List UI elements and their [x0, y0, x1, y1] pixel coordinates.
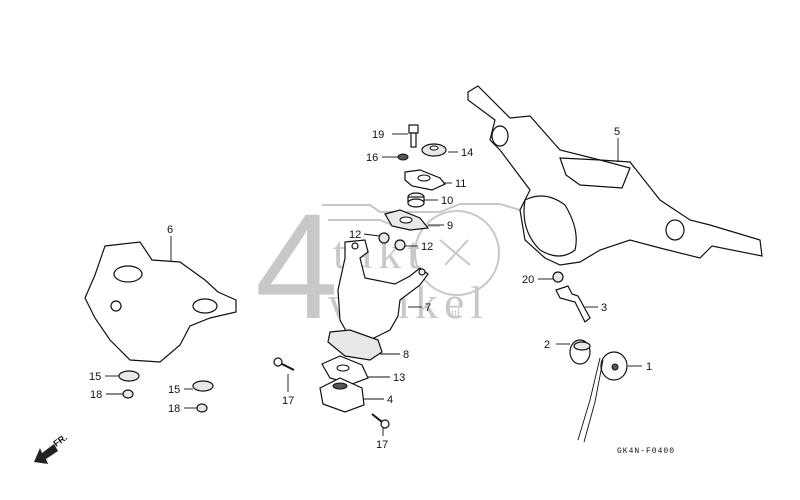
front-direction-indicator: FR.	[34, 432, 69, 464]
label-9[interactable]: 9	[447, 220, 453, 232]
part-15b-grommet[interactable]	[192, 380, 214, 392]
label-10[interactable]: 10	[441, 195, 453, 207]
label-17a[interactable]: 17	[282, 395, 294, 407]
part-3-bracket-stay[interactable]	[555, 285, 591, 323]
part-labels: 19 14 16 11 10 9 12 12 7 8 13 4 17 17 6 …	[89, 126, 652, 451]
part-20-screw[interactable]	[552, 271, 564, 283]
label-1[interactable]: 1	[646, 361, 652, 373]
part-9-ribbed-washer[interactable]	[384, 209, 430, 231]
part-12b-bushing[interactable]	[394, 239, 406, 251]
label-19[interactable]: 19	[372, 129, 384, 141]
label-7[interactable]: 7	[425, 302, 431, 314]
part-18b-nut[interactable]	[196, 403, 208, 413]
part-17b-bolt[interactable]	[371, 413, 390, 429]
part-4-mount-block[interactable]	[319, 377, 365, 413]
part-7-steering-bracket[interactable]	[337, 239, 429, 341]
leader-lines	[105, 133, 642, 436]
watermark: 4 takt winkel .nl	[255, 182, 560, 350]
label-15a[interactable]: 15	[89, 371, 101, 383]
label-12b[interactable]: 12	[421, 241, 433, 253]
front-arrow-icon	[34, 444, 58, 464]
label-2[interactable]: 2	[544, 339, 550, 351]
part-6-lower-cover[interactable]	[84, 241, 237, 363]
part-5-upper-cover[interactable]	[467, 85, 763, 266]
part-1-round-switch[interactable]	[577, 351, 628, 443]
label-15b[interactable]: 15	[168, 384, 180, 396]
part-18a-nut[interactable]	[122, 389, 134, 399]
label-4[interactable]: 4	[387, 394, 393, 406]
label-3[interactable]: 3	[601, 302, 607, 314]
label-17b[interactable]: 17	[376, 439, 388, 451]
label-5[interactable]: 5	[614, 126, 620, 138]
label-12a[interactable]: 12	[349, 229, 361, 241]
label-6[interactable]: 6	[167, 224, 173, 236]
part-10-collar[interactable]	[407, 192, 425, 208]
label-11[interactable]: 11	[455, 178, 466, 190]
watermark-wheel-icon	[414, 210, 500, 296]
label-20[interactable]: 20	[522, 274, 534, 286]
part-13-spacer-plate[interactable]	[321, 355, 369, 385]
label-18b[interactable]: 18	[168, 403, 180, 415]
label-16[interactable]: 16	[366, 152, 378, 164]
watermark-moped-icon	[322, 203, 560, 213]
watermark-number: 4	[255, 182, 338, 350]
part-16-lock-washer[interactable]	[397, 153, 409, 161]
part-19-bolt[interactable]	[408, 124, 419, 148]
part-12a-bushing[interactable]	[378, 232, 390, 244]
part-17a-bolt[interactable]	[273, 357, 295, 371]
label-14[interactable]: 14	[461, 147, 473, 159]
part-11-plate-washer[interactable]	[404, 169, 446, 191]
watermark-spokes-icon	[439, 239, 471, 266]
part-8-rubber-pad[interactable]	[327, 329, 383, 361]
label-13[interactable]: 13	[393, 372, 405, 384]
label-18a[interactable]: 18	[90, 389, 102, 401]
diagram-code: GK4N-F0400	[617, 447, 675, 456]
label-8[interactable]: 8	[403, 349, 409, 361]
part-2-clamp-band[interactable]	[569, 339, 591, 365]
part-14-castle-nut[interactable]	[421, 143, 447, 157]
watermark-suffix: .nl	[448, 305, 461, 319]
part-15a-grommet[interactable]	[118, 370, 140, 382]
